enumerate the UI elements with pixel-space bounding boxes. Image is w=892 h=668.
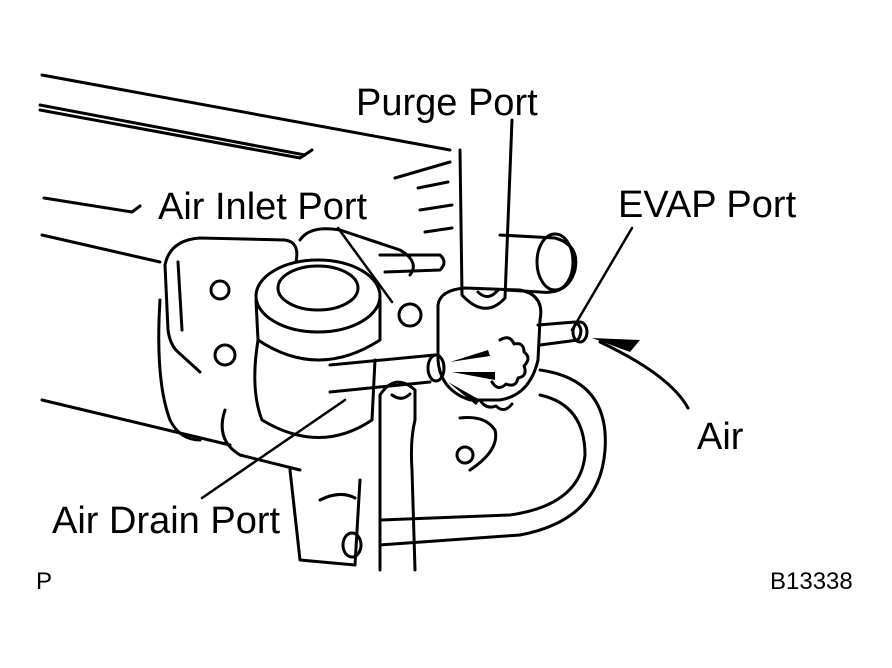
purge-port-label: Purge Port — [356, 82, 538, 124]
evap-hose — [378, 368, 607, 547]
valve-body — [436, 286, 589, 402]
air-puff-marks — [448, 350, 495, 405]
valve-cap — [253, 227, 446, 439]
air-inlet-port-label: Air Inlet Port — [158, 186, 368, 228]
canister-body — [38, 73, 454, 447]
air-drain-tube — [288, 353, 446, 567]
air-arrow — [592, 338, 690, 410]
air-drain-port-label: Air Drain Port — [52, 500, 281, 542]
purge-pipe — [498, 232, 578, 294]
figure-code: B13338 — [770, 568, 853, 595]
air-bubbles — [478, 336, 530, 411]
upper-finger — [458, 118, 514, 310]
corner-letter: P — [36, 568, 53, 595]
leader-lines — [200, 226, 634, 500]
lower-finger — [378, 380, 417, 572]
evap-port-label: EVAP Port — [618, 184, 797, 226]
mounting-plate — [157, 236, 498, 472]
air-label: Air — [697, 416, 744, 458]
